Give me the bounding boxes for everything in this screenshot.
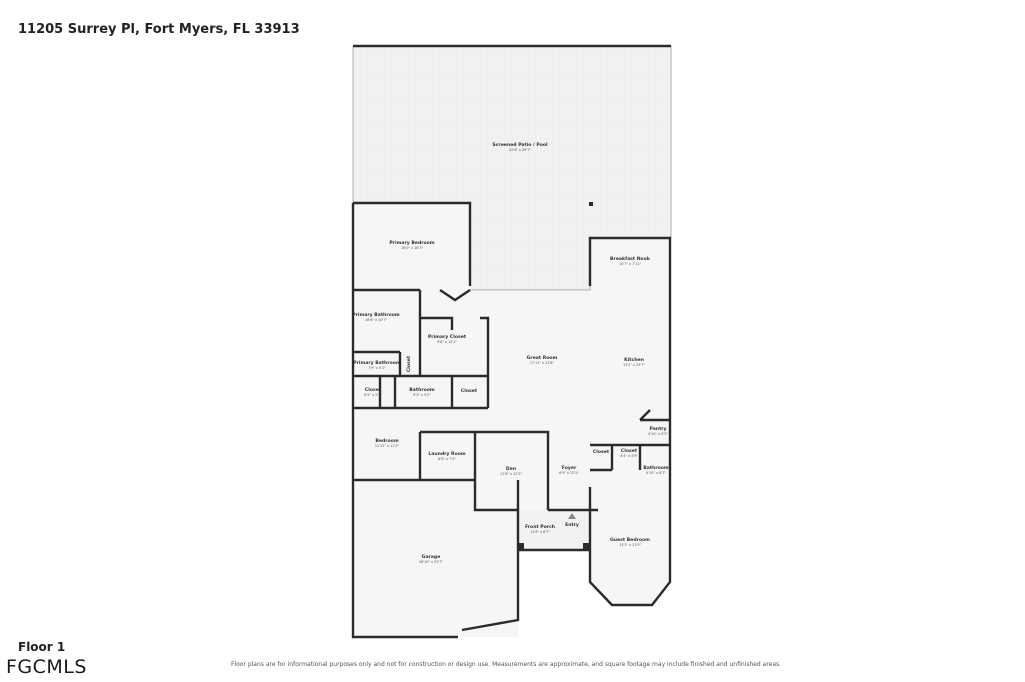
guest-bedroom-floor [590, 487, 670, 605]
room-label: Front Porch [525, 524, 555, 530]
room-label: Screened Patio / Pool [492, 142, 548, 148]
patio-post [589, 202, 593, 206]
property-address: 11205 Surrey Pl, Fort Myers, FL 33913 [18, 22, 300, 37]
guest-bedroom-walls [588, 487, 672, 607]
disclaimer-text: Floor plans are for informational purpos… [231, 661, 782, 668]
room-dims: 6'9" x 12'5" [559, 471, 579, 475]
room-label: Closet [461, 388, 478, 394]
room-dims: 11'8" x 12'5" [500, 472, 523, 476]
room-label: Den [506, 466, 516, 472]
room-dims: 26'10" x 25'7" [419, 560, 444, 564]
room-label: Closet [621, 448, 638, 454]
kitchen-walls [590, 409, 670, 472]
room-label: Entry [565, 522, 579, 528]
room-label: Closet [593, 449, 610, 455]
porch-post-right [583, 543, 590, 550]
room-label: Foyer [562, 465, 577, 471]
room-label: Laundry Room [428, 451, 466, 457]
room-dims: 13'2" x 25'7" [623, 363, 646, 367]
room-label: Bathroom [643, 465, 669, 471]
room-dims: 4'10" x 4'5" [648, 432, 668, 436]
primary-bedroom-walls [353, 288, 490, 408]
brand-logo: FGCMLS [6, 656, 87, 678]
room-dims: 6'5" x 5'2" [364, 393, 382, 397]
room-dims: 16'0" x 16'3" [401, 246, 424, 250]
room-dims: 4'10" x 8'7" [646, 471, 666, 475]
room-label: Primary Bathroom [353, 360, 401, 366]
room-label: Breakfast Nook [610, 256, 651, 262]
garage-floor [353, 480, 518, 637]
room-dims: 4'4" x 4'9" [620, 454, 638, 458]
room-label: Bathroom [409, 387, 435, 393]
room-label: Primary Bedroom [389, 240, 434, 246]
room-label: Pantry [649, 426, 666, 432]
room-label: Bedroom [375, 438, 398, 444]
entry-arrow-icon [568, 513, 576, 519]
room-dims: 10'7" x 7'11" [619, 262, 642, 266]
floor-label: Floor 1 [18, 640, 66, 654]
room-label: Closet [365, 387, 382, 393]
room-label: Kitchen [624, 357, 644, 363]
room-dims: 9'8" x 14'1" [437, 340, 457, 344]
room-label: Great Room [527, 355, 558, 361]
room-label: Primary Closet [428, 334, 467, 340]
room-dims: 13'2" x 21'5" [619, 543, 642, 547]
room-label: Guest Bedroom [610, 537, 650, 543]
room-label: Closet [406, 355, 412, 372]
room-dims: 11'9" x 6'7" [530, 530, 550, 534]
porch-floor [518, 510, 590, 550]
bath-walls [353, 350, 488, 410]
room-dims: 11'11" x 11'3" [375, 444, 400, 448]
porch-post-left [517, 543, 524, 550]
room-dims: 8'8" x 7'4" [438, 457, 456, 461]
exterior-wall [351, 201, 672, 639]
room-label: Primary Bathroom [352, 312, 400, 318]
room-dims: 7'9" x 5'1" [368, 366, 386, 370]
room-dims: 16'6" x 10'7" [365, 318, 388, 322]
room-dims: 17'11" x 23'8" [530, 361, 555, 365]
room-label: Garage [422, 554, 441, 560]
room-dims: 9'3" x 5'2" [413, 393, 431, 397]
middle-walls [353, 430, 590, 512]
room-dims: 52'6" x 39'7" [509, 148, 532, 152]
